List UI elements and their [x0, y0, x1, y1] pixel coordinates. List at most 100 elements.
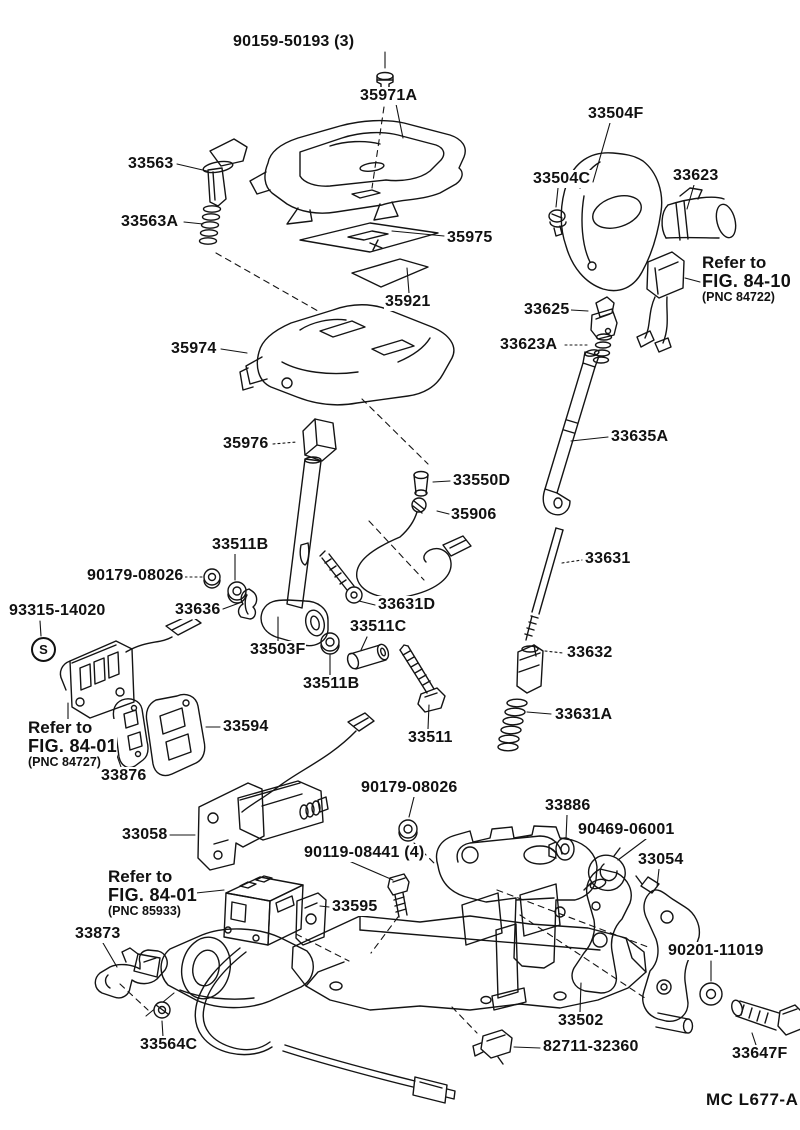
part-33563-contact-drawing — [202, 138, 248, 207]
part-label-90159-50193: 90159-50193 (3) — [232, 33, 356, 51]
part-label-90119-08441: 90119-08441 (4) — [303, 844, 426, 862]
part-label-35906: 35906 — [450, 506, 498, 524]
part-label-33873: 33873 — [74, 925, 122, 943]
part-33511B-nut-1-drawing — [227, 581, 247, 604]
part-label-35975: 35975 — [446, 229, 494, 247]
part-lever-tube-drawing — [286, 456, 322, 609]
refer-note-pnc: (PNC 84722) — [702, 290, 775, 304]
part-33631-rod-drawing — [524, 527, 564, 641]
part-label-33058: 33058 — [121, 826, 169, 844]
part-33503F-lever-base-drawing — [260, 599, 329, 647]
leader-lines — [39, 51, 759, 1052]
part-35921-plate-drawing — [351, 258, 429, 288]
refer-note-figure: FIG. 84-01 — [108, 885, 198, 905]
part-90201-washer-drawing — [699, 982, 723, 1006]
part-upper-bracket-drawing — [435, 825, 598, 969]
part-label-33632: 33632 — [566, 644, 614, 662]
part-label-33647F: 33647F — [731, 1045, 789, 1063]
part-label-90201-11019: 90201-11019 — [667, 942, 765, 960]
part-label-33511: 33511 — [407, 729, 454, 747]
part-label-33876: 33876 — [100, 767, 148, 785]
part-mid-supports-drawing — [461, 883, 561, 1011]
refer-note-fig-84-10: Refer to FIG. 84-10 (PNC 84722) — [702, 253, 792, 304]
part-label-33595: 33595 — [331, 898, 379, 916]
part-33054-bracket-drawing — [635, 875, 701, 1034]
part-90179-nut-a-drawing — [203, 568, 221, 589]
part-label-35921: 35921 — [384, 293, 432, 311]
part-90469-clamp-drawing — [583, 847, 626, 892]
dashed-lines — [119, 106, 649, 1034]
part-label-33563A: 33563A — [120, 213, 180, 231]
part-label-33623A: 33623A — [499, 336, 559, 354]
part-right-bracket-drawing — [571, 868, 632, 994]
part-label-33631: 33631 — [584, 550, 632, 568]
part-label-33054: 33054 — [637, 851, 685, 869]
part-label-35976: 35976 — [222, 435, 270, 453]
part-33511B-nut-2-drawing — [320, 632, 340, 655]
dotted-leaders — [179, 344, 590, 654]
part-85933-solenoid-drawing — [223, 875, 304, 946]
part-label-33504F: 33504F — [587, 105, 645, 123]
part-label-33636: 33636 — [174, 601, 222, 619]
part-35976-cap-drawing — [302, 418, 337, 462]
refer-note-fig-84-01-b: Refer to FIG. 84-01 (PNC 85933) — [108, 867, 198, 918]
part-label-33550D: 33550D — [452, 472, 512, 490]
part-33623-button-drawing — [661, 187, 737, 241]
part-33625-drawing — [590, 296, 618, 340]
part-33886-grommet-drawing — [548, 837, 575, 861]
part-33636-clip-drawing — [237, 588, 258, 620]
part-label-93315-14020: 93315-14020 — [8, 602, 107, 620]
part-label-33623: 33623 — [672, 167, 720, 185]
part-label-35974: 35974 — [170, 340, 218, 358]
part-33511-bolt-drawing — [399, 644, 446, 713]
part-33595-bracket-drawing — [295, 892, 327, 946]
part-label-90179-08026-2: 90179-08026 — [360, 779, 459, 797]
part-35906-wire-drawing — [356, 497, 472, 599]
part-label-33886: 33886 — [544, 797, 592, 815]
part-33632-adjuster-drawing — [516, 644, 544, 694]
part-label-33594: 33594 — [222, 718, 270, 736]
part-label-35971A: 35971A — [359, 87, 419, 105]
part-33504C-screw-drawing — [548, 209, 567, 237]
part-label-33564C: 33564C — [139, 1036, 199, 1054]
part-33058-assembly-drawing — [197, 712, 375, 871]
part-label-33563: 33563 — [127, 155, 175, 173]
part-33631D-bolt-drawing — [319, 550, 363, 604]
part-35975-indicator-plate-drawing — [299, 222, 439, 253]
part-label-33504C: 33504C — [532, 170, 592, 188]
part-label-33511B-1: 33511B — [211, 536, 270, 554]
refer-note-pnc: (PNC 85933) — [108, 904, 181, 918]
part-35971A-cover-drawing — [249, 119, 466, 225]
part-93315-switch-drawing — [59, 614, 202, 719]
part-33635A-rod-drawing — [542, 349, 600, 516]
part-82711-clamp-drawing — [472, 1029, 513, 1065]
part-33873-clip-drawing — [94, 949, 168, 999]
part-label-33631A: 33631A — [554, 706, 614, 724]
part-label-90179-08026-1: 90179-08026 — [86, 567, 185, 585]
refer-note-line: Refer to — [28, 718, 93, 737]
part-84722-connector-drawing — [636, 251, 685, 353]
part-label-33631D: 33631D — [377, 596, 437, 614]
part-33563A-spring-drawing — [198, 205, 222, 245]
refer-note-figure: FIG. 84-01 — [28, 736, 118, 756]
part-label-33625: 33625 — [523, 301, 571, 319]
part-label-33635A: 33635A — [610, 428, 670, 446]
part-33502-base-plate-drawing — [291, 915, 647, 1011]
part-33564C-nut-drawing — [153, 1001, 171, 1019]
part-wire-harness-drawing — [194, 947, 456, 1104]
part-label-82711-32360: 82711-32360 — [542, 1038, 640, 1056]
part-35974-housing-drawing — [239, 304, 455, 406]
refer-note-pnc: (PNC 84727) — [28, 755, 101, 769]
part-33647F-bolt-drawing — [731, 999, 800, 1036]
refer-note-figure: FIG. 84-10 — [702, 271, 792, 291]
part-label-33511C: 33511C — [349, 618, 408, 636]
refer-note-line: Refer to — [108, 867, 173, 886]
refer-note-fig-84-01-a: Refer to FIG. 84-01 (PNC 84727) — [28, 718, 118, 769]
part-33631A-spring-drawing — [497, 698, 528, 752]
figure-code: MC L677-A — [706, 1090, 799, 1109]
part-33550D-pin-drawing — [413, 470, 429, 497]
part-33594-pads-drawing — [112, 693, 206, 777]
refer-note-line: Refer to — [702, 253, 767, 272]
